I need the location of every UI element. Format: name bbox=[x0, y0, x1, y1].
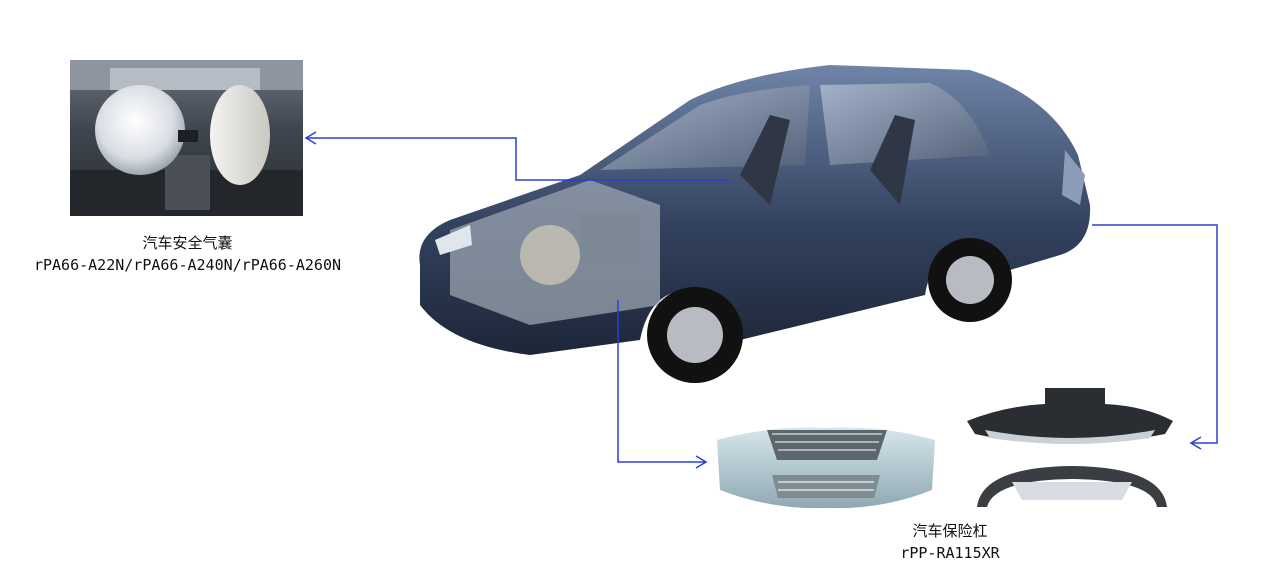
car-cutaway-illustration bbox=[410, 55, 1100, 400]
bumper-grade: rPP-RA115XR bbox=[900, 544, 1000, 562]
rear-bumper-guard-image bbox=[965, 386, 1175, 446]
airbag-title: 汽车安全气囊 bbox=[142, 234, 233, 252]
bumper-caption: 汽车保险杠 rPP-RA115XR bbox=[850, 520, 1050, 564]
rear-bumper-skid-image bbox=[972, 462, 1172, 512]
airbag-grades: rPA66-A22N/rPA66-A240N/rPA66-A260N bbox=[33, 256, 342, 274]
airbag-photo bbox=[70, 60, 303, 216]
front-bumper-image bbox=[712, 420, 940, 512]
bumper-title: 汽车保险杠 bbox=[912, 522, 988, 540]
airbag-caption: 汽车安全气囊 rPA66-A22N/rPA66-A240N/rPA66-A260… bbox=[0, 232, 375, 276]
